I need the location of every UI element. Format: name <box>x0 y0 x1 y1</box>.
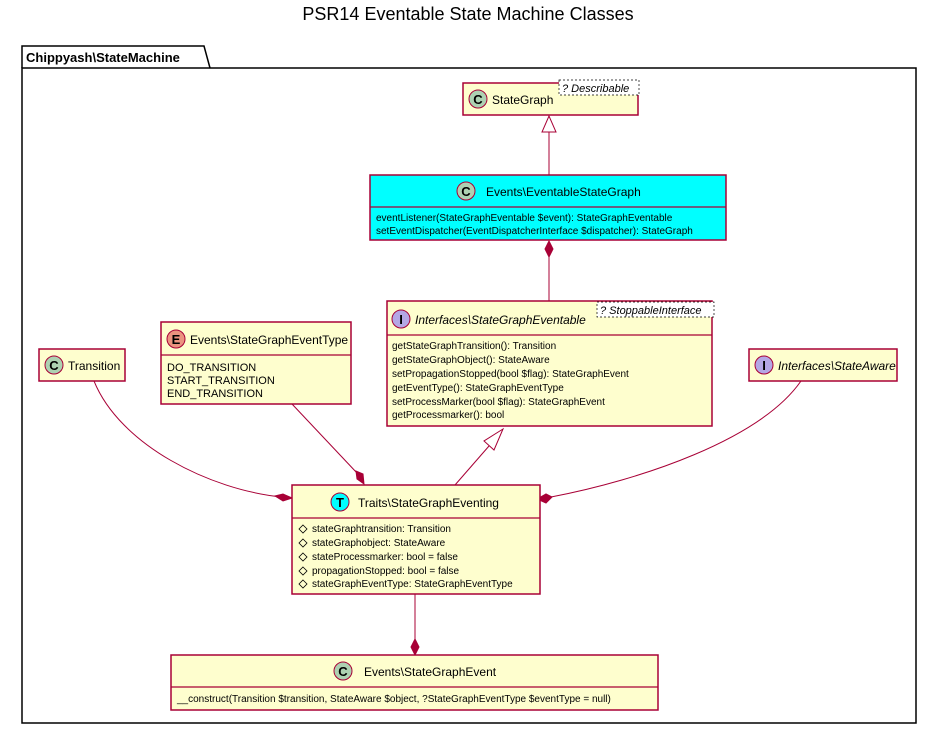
composition-diamond-event <box>410 637 420 657</box>
class-member: propagationStopped: bool = false <box>312 566 459 577</box>
class-member: stateGraphEventType: StateGraphEventType <box>312 579 513 590</box>
class-badge-icon <box>44 355 64 375</box>
class-member: stateProcessmarker: bool = false <box>312 552 458 563</box>
interface-badge-icon <box>754 355 774 375</box>
composition-diamond-eventtype <box>355 470 365 486</box>
composition-diamond-transition <box>273 493 294 502</box>
class-stategraph[interactable]: C StateGraph ? Describable <box>462 79 640 116</box>
class-member: __construct(Transition $transition, Stat… <box>176 694 611 705</box>
badge-letter: C <box>461 184 471 199</box>
class-name: Events\StateGraphEventType <box>190 333 348 347</box>
class-eventable-stategraph[interactable]: C Events\EventableStateGraph eventListen… <box>369 174 727 241</box>
class-name: Traits\StateGraphEventing <box>358 496 499 510</box>
enum-stategraph-eventtype[interactable]: E Events\StateGraphEventType DO_TRANSITI… <box>160 321 352 405</box>
class-member: setProcessMarker(bool $flag): StateGraph… <box>392 397 605 408</box>
enum-value: END_TRANSITION <box>167 388 263 400</box>
class-name: Events\StateGraphEvent <box>364 665 497 679</box>
composition-line-stateaware <box>550 380 802 498</box>
badge-letter: C <box>338 664 348 679</box>
implements-arrowhead <box>483 427 505 451</box>
trait-badge-icon <box>330 492 350 512</box>
class-member: stateGraphtransition: Transition <box>312 524 451 535</box>
badge-letter: C <box>49 358 59 373</box>
relations <box>93 114 802 657</box>
composition-diamond-stateaware <box>535 493 553 504</box>
stereotype-box <box>596 301 715 318</box>
composition-line-eventtype <box>291 403 358 474</box>
trait-stategraph-eventing[interactable]: T Traits\StateGraphEventing stateGraphtr… <box>291 484 541 595</box>
badge-letter: C <box>473 92 483 107</box>
class-member: getStateGraphObject(): StateAware <box>392 355 550 366</box>
stereotype-box <box>558 79 640 96</box>
class-transition[interactable]: C Transition <box>38 348 126 382</box>
class-badge-icon <box>333 661 353 681</box>
badge-letter: I <box>399 312 403 327</box>
class-member: stateGraphobject: StateAware <box>312 538 446 549</box>
package-label: Chippyash\StateMachine <box>26 50 180 65</box>
inheritance-arrowhead <box>541 114 557 133</box>
class-name: StateGraph <box>492 93 553 107</box>
composition-diamond-eventable <box>544 239 554 259</box>
implements-line-trait <box>454 445 490 486</box>
class-name: Interfaces\StateGraphEventable <box>415 313 586 327</box>
protected-icon <box>298 524 308 589</box>
diagram-title: PSR14 Eventable State Machine Classes <box>302 4 634 24</box>
class-name: Interfaces\StateAware <box>778 359 896 373</box>
enum-value: START_TRANSITION <box>167 375 275 387</box>
badge-letter: E <box>172 332 181 347</box>
class-member: getEventType(): StateGraphEventType <box>392 383 564 394</box>
class-member: eventListener(StateGraphEventable $event… <box>376 213 673 224</box>
enum-badge-icon <box>166 329 186 349</box>
class-name: Events\EventableStateGraph <box>486 185 641 199</box>
class-member: getStateGraphTransition(): Transition <box>392 341 556 352</box>
class-member: getProcessmarker(): bool <box>392 410 504 421</box>
class-member: setPropagationStopped(bool $flag): State… <box>392 369 629 380</box>
interface-stateaware[interactable]: I Interfaces\StateAware <box>748 348 898 382</box>
composition-line-transition <box>93 380 283 498</box>
class-stategraph-event[interactable]: C Events\StateGraphEvent __construct(Tra… <box>170 654 659 711</box>
enum-value: DO_TRANSITION <box>167 362 256 374</box>
class-stereotype: ? StoppableInterface <box>600 305 702 317</box>
class-badge-icon <box>468 89 488 109</box>
class-name: Transition <box>68 359 120 373</box>
class-badge-icon <box>456 181 476 201</box>
class-member: setEventDispatcher(EventDispatcherInterf… <box>376 226 693 237</box>
class-stereotype: ? Describable <box>562 83 629 95</box>
interface-stategraph-eventable[interactable]: I Interfaces\StateGraphEventable ? Stopp… <box>386 300 715 427</box>
interface-badge-icon <box>391 309 411 329</box>
badge-letter: I <box>762 358 766 373</box>
badge-letter: T <box>336 495 344 510</box>
